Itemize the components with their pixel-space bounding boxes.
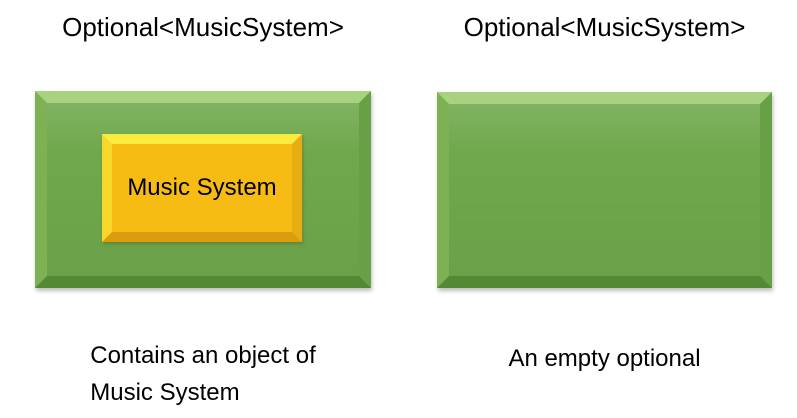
left-caption-line-2: Music System [90,379,240,406]
left-caption-line-1: Contains an object of [90,342,316,369]
music-system-box: Music System [102,134,302,242]
right-caption: An empty optional [508,345,701,372]
left-caption-text: Contains an object of Music System [90,337,315,411]
optional-box-empty [437,92,772,288]
left-panel-title: Optional<MusicSystem> [62,12,344,42]
right-panel-title: Optional<MusicSystem> [463,12,746,42]
left-caption: Contains an object of Music System [35,337,371,411]
optional-box-filled: Music System [35,91,371,288]
music-system-label: Music System [127,174,277,201]
